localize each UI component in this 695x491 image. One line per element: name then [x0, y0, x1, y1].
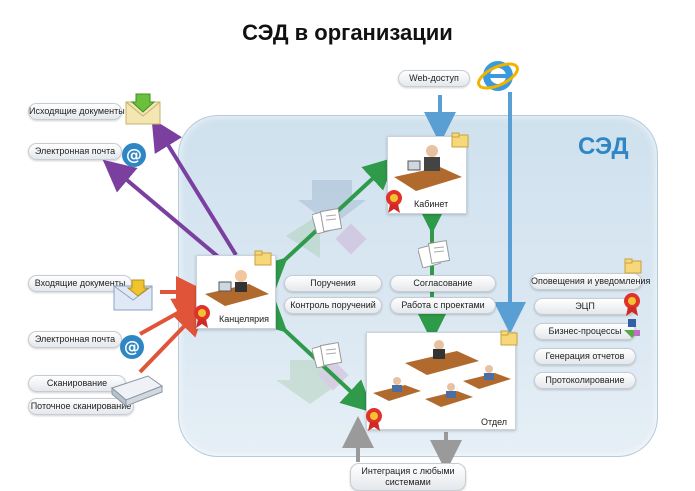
email-in-label: Электронная почта: [28, 331, 122, 348]
incoming-docs-label: Входящие документы: [28, 275, 132, 292]
envelope-icon: [112, 278, 156, 314]
page-title: СЭД в организации: [242, 20, 453, 45]
seal-icon: [622, 291, 642, 317]
seal-icon: [364, 406, 384, 432]
chancellery-label: Канцелярия: [219, 314, 270, 324]
scanner-icon: [108, 368, 164, 408]
logging-label: Протоколирование: [534, 372, 636, 389]
office-illustration: [394, 145, 462, 191]
chancellery-node[interactable]: Канцелярия: [196, 255, 276, 329]
department-illustration: [373, 340, 511, 407]
email-at-icon: @: [120, 141, 148, 169]
folder-icon: [451, 132, 469, 148]
bp-label: Бизнес-процессы: [534, 323, 636, 340]
envelope-icon: [124, 92, 162, 128]
document-icon: [312, 208, 342, 234]
svg-text:@: @: [126, 145, 142, 164]
arrow-to-outgoing-docs: [151, 118, 238, 257]
control-label: Контроль поручений: [284, 297, 382, 314]
projects-label: Работа с проектами: [390, 297, 496, 314]
web-access-label: Web-доступ: [398, 70, 470, 87]
email-at-icon: @: [118, 333, 146, 361]
notifications-label: Оповещения и уведомления: [530, 273, 650, 290]
seal-icon: [192, 303, 212, 329]
approval-label: Согласование: [390, 275, 496, 292]
arrow-to-email-out: [102, 159, 224, 262]
svg-text:@: @: [124, 337, 140, 356]
email-out-label: Электронная почта: [28, 143, 122, 160]
stream-scanning-label: Поточное сканирование: [28, 398, 134, 415]
office-node[interactable]: Кабинет: [387, 136, 467, 214]
outgoing-docs-label: Исходящие документы: [28, 103, 125, 120]
department-label: Отдел: [481, 417, 508, 427]
workplace-illustration: [205, 270, 269, 306]
eds-label: ЭЦП: [534, 298, 636, 315]
integration-label: Интеграция с любыми системами: [350, 463, 466, 491]
office-label: Кабинет: [414, 199, 449, 209]
folder-icon: [500, 330, 518, 346]
arrow-from-scanner: [138, 303, 207, 374]
folder-icon: [254, 250, 272, 266]
reports-label: Генерация отчетов: [534, 348, 636, 365]
document-icon: [312, 342, 342, 368]
sed-label: СЭД: [578, 133, 629, 160]
business-process-icon: [622, 318, 642, 340]
seal-icon: [384, 188, 404, 214]
department-node[interactable]: Отдел: [366, 332, 516, 430]
assignments-label: Поручения: [284, 275, 382, 292]
ie-browser-icon: [476, 56, 520, 96]
folder-icon: [624, 258, 642, 274]
document-icon: [418, 240, 452, 268]
